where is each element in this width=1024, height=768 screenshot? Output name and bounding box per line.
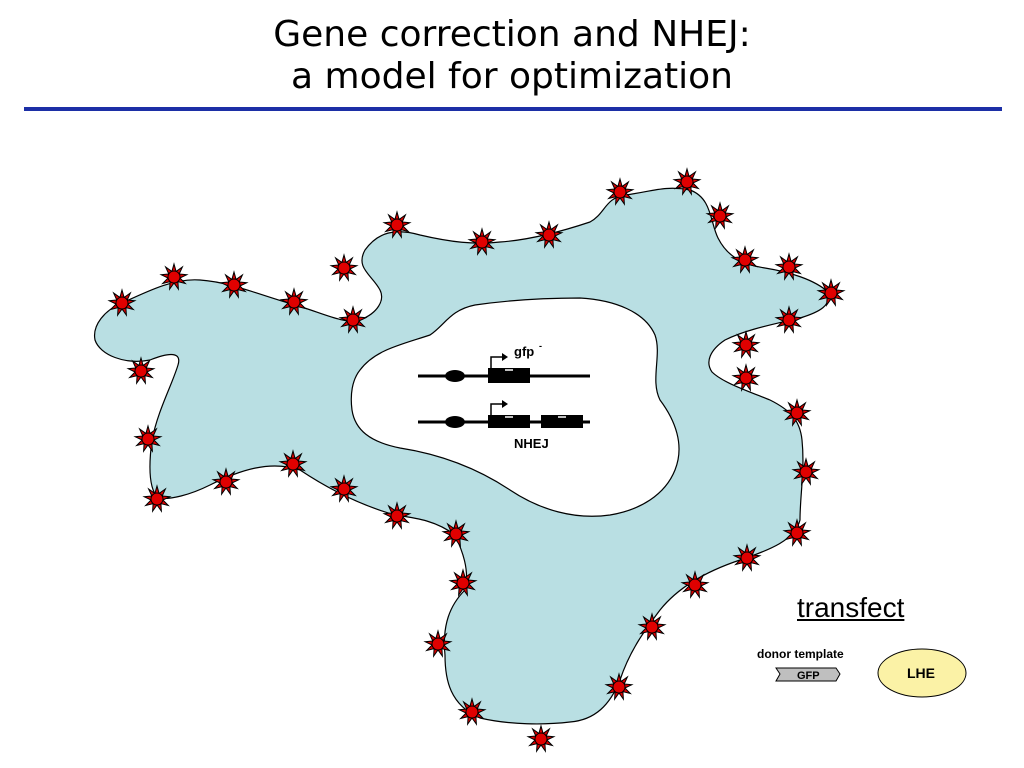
membrane-star-core	[782, 260, 796, 274]
membrane-star-core	[449, 527, 463, 541]
membrane-star-core	[740, 551, 754, 565]
title-line-2: a model for optimization	[291, 56, 733, 97]
donor-tag-label: GFP	[797, 670, 820, 682]
lhe-label: LHE	[907, 665, 935, 681]
membrane-star-core	[286, 457, 300, 471]
membrane-star-core	[227, 278, 241, 292]
membrane-star-core	[688, 578, 702, 592]
membrane-star-core	[219, 475, 233, 489]
donor-tag-shape	[775, 667, 841, 682]
membrane-star-core	[613, 185, 627, 199]
membrane-star-core	[141, 432, 155, 446]
membrane-stars	[107, 167, 846, 753]
membrane-star-core	[337, 482, 351, 496]
gene-box	[488, 415, 530, 428]
cell-nucleus	[350, 297, 680, 517]
membrane-star-core	[346, 313, 360, 327]
donor-template-label: donor template	[757, 647, 844, 661]
gene-box	[541, 415, 583, 428]
slide-title: Gene correction and NHEJ: a model for op…	[0, 14, 1024, 98]
title-underline	[24, 107, 1002, 111]
membrane-star-core	[739, 371, 753, 385]
membrane-star-core	[824, 286, 838, 300]
membrane-star-core	[150, 492, 164, 506]
membrane-star-core	[390, 218, 404, 232]
membrane-star-core	[645, 620, 659, 634]
membrane-star-core	[799, 465, 813, 479]
membrane-star-core	[738, 253, 752, 267]
promoter-arrow-icon	[490, 356, 502, 368]
membrane-star-core	[475, 235, 489, 249]
membrane-star-core	[465, 705, 479, 719]
membrane-star-core	[739, 338, 753, 352]
arrowhead-icon	[502, 400, 508, 408]
membrane-star-core	[167, 270, 181, 284]
membrane-star-core	[790, 526, 804, 540]
lhe-protein: LHE	[877, 648, 967, 698]
gene-top-label: gfp	[514, 344, 534, 359]
promoter-arrow-icon	[490, 403, 502, 415]
transfect-label: transfect	[797, 592, 905, 623]
membrane-star-core	[134, 364, 148, 378]
centromere	[445, 370, 465, 382]
membrane-star-core	[542, 228, 556, 242]
membrane-star-core	[612, 680, 626, 694]
gene-construct-bottom: NHEJ	[418, 400, 590, 451]
lhe-ellipse	[877, 648, 967, 698]
gene-box	[488, 368, 530, 383]
membrane-star-core	[713, 209, 727, 223]
membrane-star-core	[680, 175, 694, 189]
gene-bottom-label: NHEJ	[514, 436, 549, 451]
membrane-star-core	[431, 637, 445, 651]
membrane-star-core	[115, 296, 129, 310]
membrane-star-core	[337, 261, 351, 275]
gene-top-superscript: -	[539, 341, 542, 351]
membrane-star-core	[782, 313, 796, 327]
membrane-star-core	[287, 295, 301, 309]
membrane-star-core	[390, 509, 404, 523]
gene-construct-top: gfp -	[418, 341, 590, 383]
title-line-1: Gene correction and NHEJ:	[273, 14, 751, 55]
centromere	[445, 416, 465, 428]
arrowhead-icon	[502, 353, 508, 361]
membrane-star-core	[790, 406, 804, 420]
donor-template: GFP	[775, 667, 841, 682]
membrane-star-core	[456, 576, 470, 590]
membrane-star-core	[534, 732, 548, 746]
